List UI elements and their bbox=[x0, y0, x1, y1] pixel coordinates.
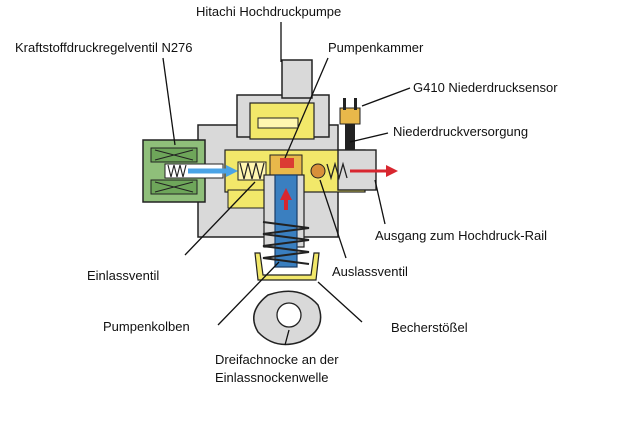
inlet-flow-arrowhead bbox=[226, 165, 238, 177]
label-cam-line2: Einlassnockenwelle bbox=[215, 370, 329, 385]
label-low-pressure-supply: Niederdruckversorgung bbox=[393, 124, 529, 139]
cup-tappet bbox=[254, 252, 320, 281]
sensor-stem bbox=[345, 124, 355, 150]
label-pump-piston: Pumpenkolben bbox=[103, 319, 190, 334]
inlet-valve-spring bbox=[239, 162, 265, 180]
label-cup-tappet: Becherstößel bbox=[391, 320, 468, 335]
label-pump-title: Hitachi Hochdruckpumpe bbox=[196, 4, 342, 19]
outlet-valve-ball bbox=[310, 163, 326, 179]
piston-up-arrow bbox=[280, 188, 292, 210]
label-pump-chamber: Pumpenkammer bbox=[328, 40, 424, 55]
fuel-passage-lower bbox=[227, 189, 269, 209]
top-fitting bbox=[281, 59, 313, 99]
outlet-valve-spring bbox=[326, 161, 348, 181]
sensor-body bbox=[339, 107, 361, 125]
label-cam-line1: Dreifachnocke an der bbox=[215, 352, 339, 367]
cam-shaft bbox=[276, 302, 302, 328]
label-low-pressure-sensor: G410 Niederdrucksensor bbox=[413, 80, 558, 95]
outlet-flow-arrowhead bbox=[386, 165, 398, 177]
top-chamber-slot bbox=[257, 117, 299, 129]
regulator-spring bbox=[167, 164, 187, 178]
label-outlet-rail: Ausgang zum Hochdruck-Rail bbox=[375, 228, 547, 243]
piston-return-spring bbox=[262, 221, 310, 265]
label-pressure-valve: Kraftstoffdruckregelventil N276 bbox=[15, 40, 193, 55]
label-outlet-valve: Auslassventil bbox=[332, 264, 408, 279]
label-inlet-valve: Einlassventil bbox=[87, 268, 160, 283]
